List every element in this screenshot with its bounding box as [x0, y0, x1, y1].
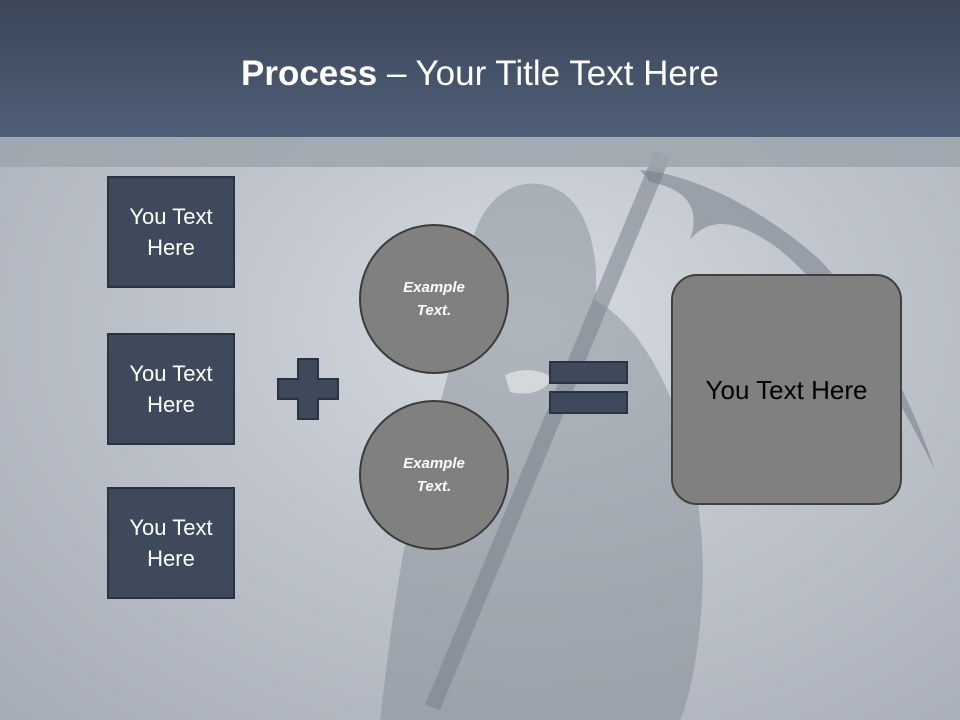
result-box: You Text Here [671, 274, 902, 505]
title-bar: Process – Your Title Text Here [0, 0, 960, 137]
input-box-2: You Text Here [107, 333, 235, 445]
title-bold: Process [241, 54, 378, 93]
input-box-1: You Text Here [107, 176, 235, 288]
title-shadow-strip [0, 137, 960, 167]
example-circle-2: Example Text. [359, 400, 509, 550]
title-text: – Your Title Text Here [377, 54, 719, 93]
plus-icon [277, 358, 339, 420]
equals-icon [549, 361, 628, 414]
input-box-3: You Text Here [107, 487, 235, 599]
example-circle-1: Example Text. [359, 224, 509, 374]
slide-title: Process – Your Title Text Here [0, 52, 960, 96]
